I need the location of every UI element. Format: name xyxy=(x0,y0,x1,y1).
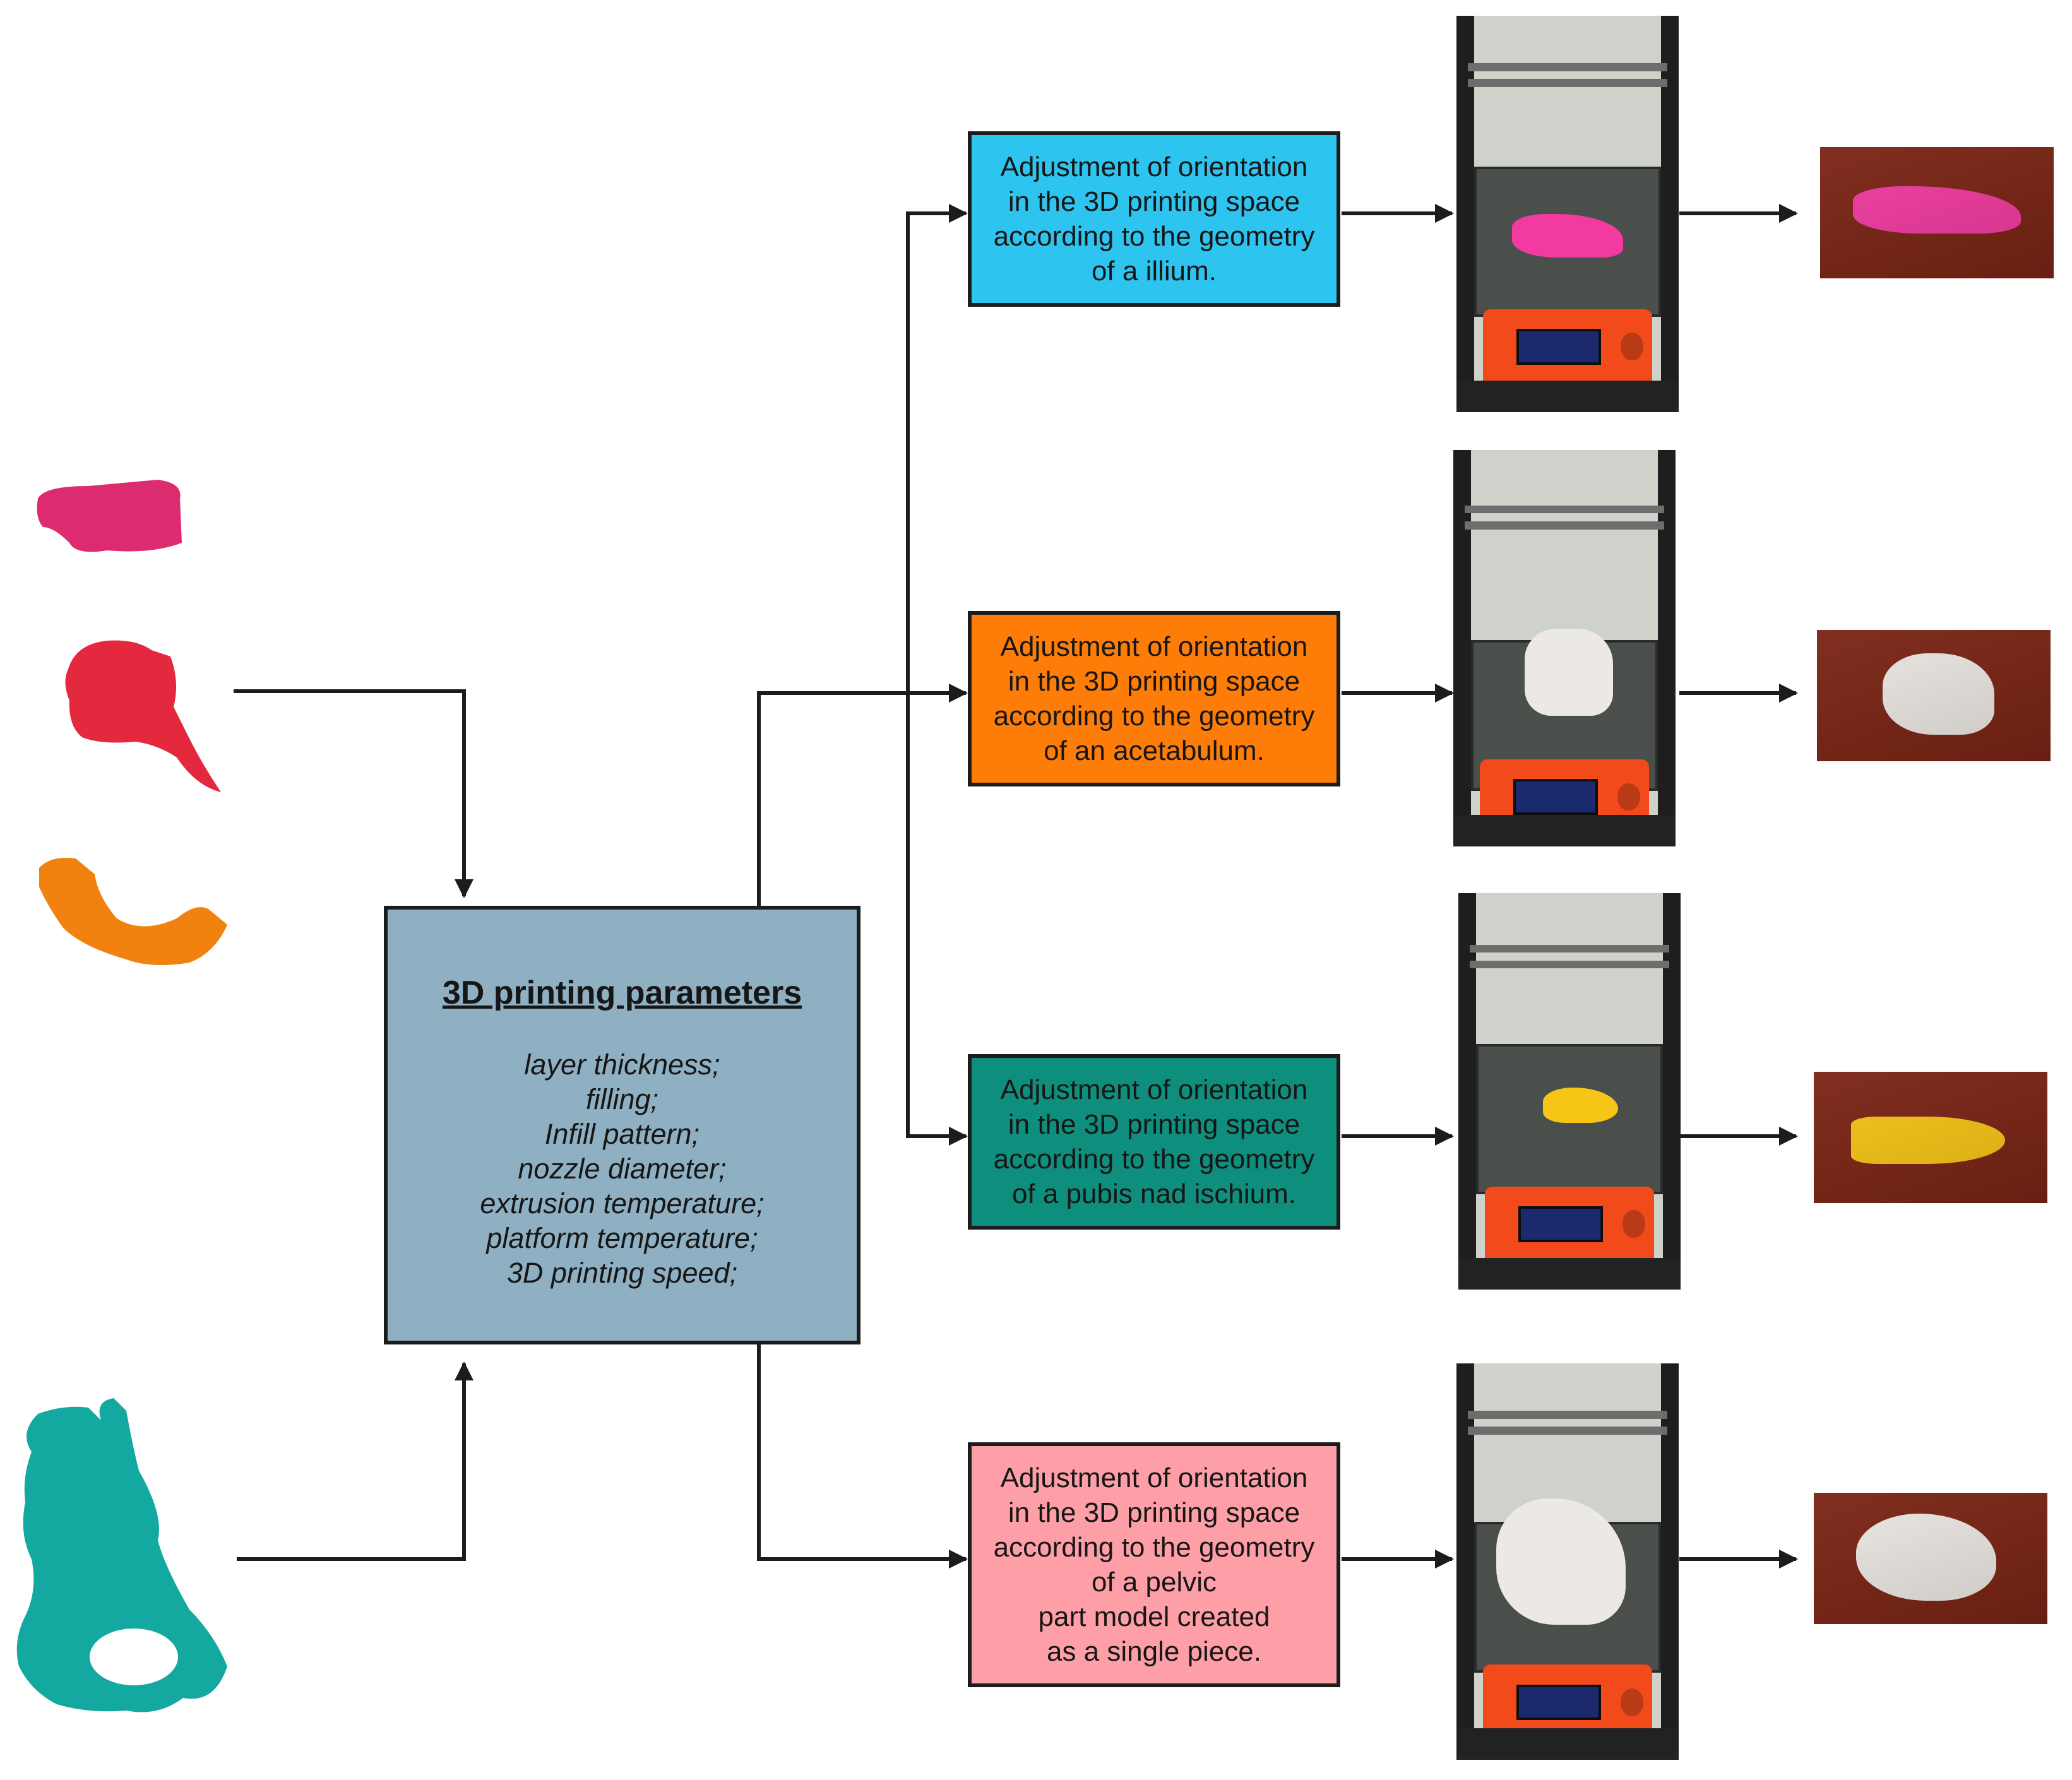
printing-parameters-list: layer thickness; filling; Infill pattern… xyxy=(480,1048,765,1289)
step-text-pelvis: Adjustment of orientation in the 3D prin… xyxy=(993,1463,1315,1667)
pubis-ischium-model xyxy=(39,858,227,965)
step-box-acetabulum: Adjustment of orientation in the 3D prin… xyxy=(968,611,1340,786)
printer-photo-pubis-ischium xyxy=(1458,893,1681,1290)
printed-part-acetabulum xyxy=(1524,628,1614,716)
result-photo-illium xyxy=(1820,147,2054,278)
result-photo-pelvis xyxy=(1814,1493,2047,1624)
branch-to-pubis-arrow xyxy=(906,693,968,1146)
params-to-acetabulum-arrow xyxy=(757,684,968,906)
step-text-illium: Adjustment of orientation in the 3D prin… xyxy=(993,151,1315,287)
branch-to-illium-arrow xyxy=(906,204,968,693)
printer-photo-acetabulum xyxy=(1453,450,1676,846)
result-photo-acetabulum xyxy=(1817,630,2051,761)
acetabulum-to-params-arrow xyxy=(234,689,473,898)
result-photo-pubis-ischium xyxy=(1814,1072,2047,1203)
result-part-pubis-ischium xyxy=(1851,1116,2006,1164)
connectors xyxy=(234,204,1798,1569)
printing-parameters-title: 3D printing parameters xyxy=(442,975,802,1011)
printed-part-pelvis xyxy=(1496,1498,1626,1625)
illium-model xyxy=(37,480,182,552)
printer-photo-pelvis xyxy=(1456,1363,1679,1760)
step-box-pubis-ischium: Adjustment of orientation in the 3D prin… xyxy=(968,1054,1340,1230)
pelvis-model xyxy=(16,1398,228,1712)
step-text-pubis-ischium: Adjustment of orientation in the 3D prin… xyxy=(993,1074,1315,1209)
step-text-acetabulum: Adjustment of orientation in the 3D prin… xyxy=(993,631,1315,766)
step-box-illium: Adjustment of orientation in the 3D prin… xyxy=(968,131,1340,307)
pelvis-to-params-arrow xyxy=(237,1362,473,1561)
printer-photo-illium xyxy=(1456,16,1679,412)
result-part-pelvis xyxy=(1855,1514,1996,1601)
params-to-pelvis-arrow xyxy=(757,1344,968,1569)
acetabulum-model xyxy=(65,640,221,792)
step-box-pelvis: Adjustment of orientation in the 3D prin… xyxy=(968,1442,1340,1687)
printing-parameters-box: 3D printing parameters layer thickness; … xyxy=(384,906,860,1344)
result-part-acetabulum xyxy=(1882,653,1995,735)
